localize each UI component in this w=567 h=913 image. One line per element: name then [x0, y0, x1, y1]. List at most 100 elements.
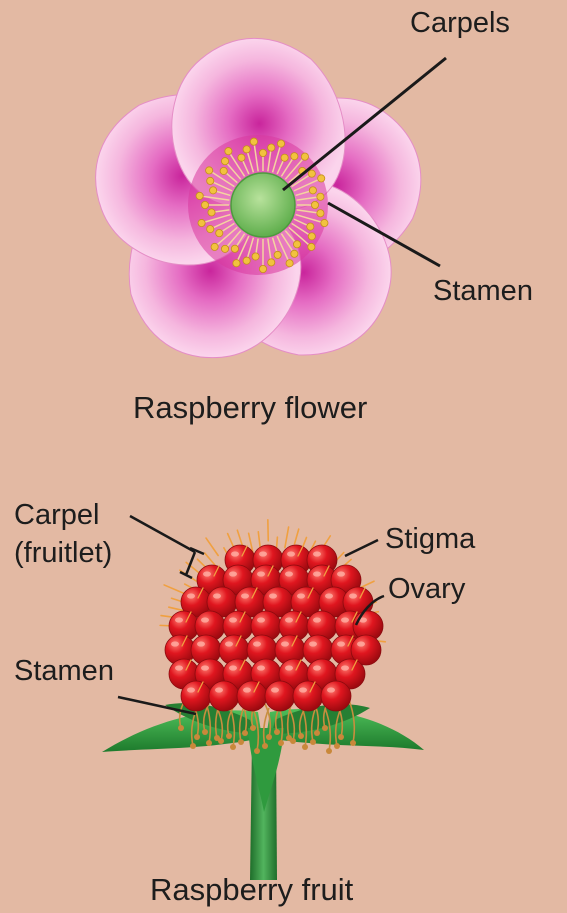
- drupelet-highlight: [297, 593, 305, 598]
- drupelet-highlight: [337, 571, 345, 576]
- drupelet: [209, 681, 239, 711]
- stamen-anther: [207, 225, 214, 232]
- fruit-stamen-anther: [242, 730, 248, 736]
- fruit-stamen-anther: [194, 734, 200, 740]
- drupelet-highlight: [259, 551, 267, 556]
- stamen-anther: [206, 167, 213, 174]
- drupelet-highlight: [257, 665, 265, 670]
- fruit-stamen-anther: [254, 748, 260, 754]
- fruit-drupelets: [165, 545, 383, 711]
- drupelet-highlight: [201, 617, 209, 622]
- stamen-anther: [238, 154, 245, 161]
- drupelet-highlight: [197, 641, 205, 646]
- stamen-anther: [221, 245, 228, 252]
- drupelet: [321, 681, 351, 711]
- fruit-stamen-anther: [274, 729, 280, 735]
- drupelet-highlight: [285, 665, 293, 670]
- stamen-anther: [208, 209, 215, 216]
- stigma-hair: [295, 529, 299, 544]
- drupelet-highlight: [243, 687, 251, 692]
- drupelet-highlight: [349, 593, 357, 598]
- drupelet-highlight: [175, 617, 183, 622]
- fruit-stamen-anther: [266, 734, 272, 740]
- stamen-anther: [317, 193, 324, 200]
- drupelet-highlight: [203, 571, 211, 576]
- fruit-stamen-anther: [202, 729, 208, 735]
- fruit-stamen-anther: [298, 733, 304, 739]
- fruit-stamen-anther: [262, 743, 268, 749]
- label-carpel-fruitlet: (fruitlet): [14, 538, 112, 570]
- stamen-anther: [291, 250, 298, 257]
- drupelet-highlight: [187, 593, 195, 598]
- stigma-leader-line: [345, 540, 378, 556]
- fruit-stamen-anther: [206, 740, 212, 746]
- drupelet-highlight: [341, 665, 349, 670]
- drupelet-highlight: [229, 617, 237, 622]
- fruit-stamen-anther: [250, 725, 256, 731]
- drupelet-highlight: [337, 641, 345, 646]
- stamen-anther: [250, 138, 257, 145]
- stamen-anther: [198, 219, 205, 226]
- drupelet-highlight: [357, 641, 365, 646]
- stamen-anther: [308, 233, 315, 240]
- caption-raspberry-flower: Raspberry flower: [133, 390, 367, 426]
- stamen-anther: [268, 144, 275, 151]
- carpel-leader-line: [130, 516, 195, 552]
- stamen-anther: [220, 167, 227, 174]
- label-fruit-stamen: Stamen: [14, 656, 114, 688]
- stamen-anther: [259, 265, 266, 272]
- drupelet-highlight: [281, 641, 289, 646]
- caption-raspberry-fruit: Raspberry fruit: [150, 872, 353, 908]
- stamen-anther: [308, 170, 315, 177]
- stigma-hair: [258, 532, 260, 547]
- drupelet-highlight: [225, 641, 233, 646]
- drupelet-highlight: [271, 687, 279, 692]
- label-carpels: Carpels: [410, 8, 510, 40]
- drupelet-highlight: [309, 641, 317, 646]
- fruit-stamen-anther: [226, 733, 232, 739]
- stamen-anther: [318, 175, 325, 182]
- label-carpel: Carpel: [14, 500, 99, 532]
- label-ovary: Ovary: [388, 574, 465, 606]
- drupelet-highlight: [257, 617, 265, 622]
- drupelet-highlight: [253, 641, 261, 646]
- stamen-anther: [216, 230, 223, 237]
- fruit-stamen-anther: [322, 725, 328, 731]
- fruit-stamen-anther: [238, 739, 244, 745]
- stamen-anther: [277, 140, 284, 147]
- drupelet-highlight: [229, 571, 237, 576]
- drupelet-highlight: [231, 551, 239, 556]
- flower-carpels-center: [231, 173, 295, 237]
- drupelet-highlight: [229, 665, 237, 670]
- stamen-anther: [293, 241, 300, 248]
- drupelet-highlight: [257, 571, 265, 576]
- stamen-anther: [274, 251, 281, 258]
- stamen-anther: [281, 154, 288, 161]
- stigma-hair: [285, 527, 289, 548]
- drupelet-highlight: [313, 617, 321, 622]
- label-stigma: Stigma: [385, 524, 475, 556]
- fruit-stamen-anther: [310, 739, 316, 745]
- drupelet-highlight: [175, 665, 183, 670]
- drupelet-highlight: [285, 617, 293, 622]
- stamen-anther: [291, 153, 298, 160]
- fruit-stamen-anther: [314, 730, 320, 736]
- drupelet: [237, 681, 267, 711]
- fruit-stamen-anther: [338, 734, 344, 740]
- fruit-stamen-anther: [230, 744, 236, 750]
- fruit-stamen-anther: [190, 743, 196, 749]
- drupelet-highlight: [201, 665, 209, 670]
- drupelet-highlight: [269, 593, 277, 598]
- drupelet-highlight: [313, 571, 321, 576]
- fruit-stamen-anther: [334, 743, 340, 749]
- drupelet-highlight: [171, 641, 179, 646]
- fruit-stamen-anther: [326, 748, 332, 754]
- fruit-stamen-anther: [178, 725, 184, 731]
- stamen-anther: [268, 259, 275, 266]
- drupelet-highlight: [241, 593, 249, 598]
- stamen-anther: [196, 192, 203, 199]
- stamen-anther: [308, 243, 315, 250]
- stamen-anther: [286, 260, 293, 267]
- stamen-anther: [231, 245, 238, 252]
- stamen-anther: [311, 201, 318, 208]
